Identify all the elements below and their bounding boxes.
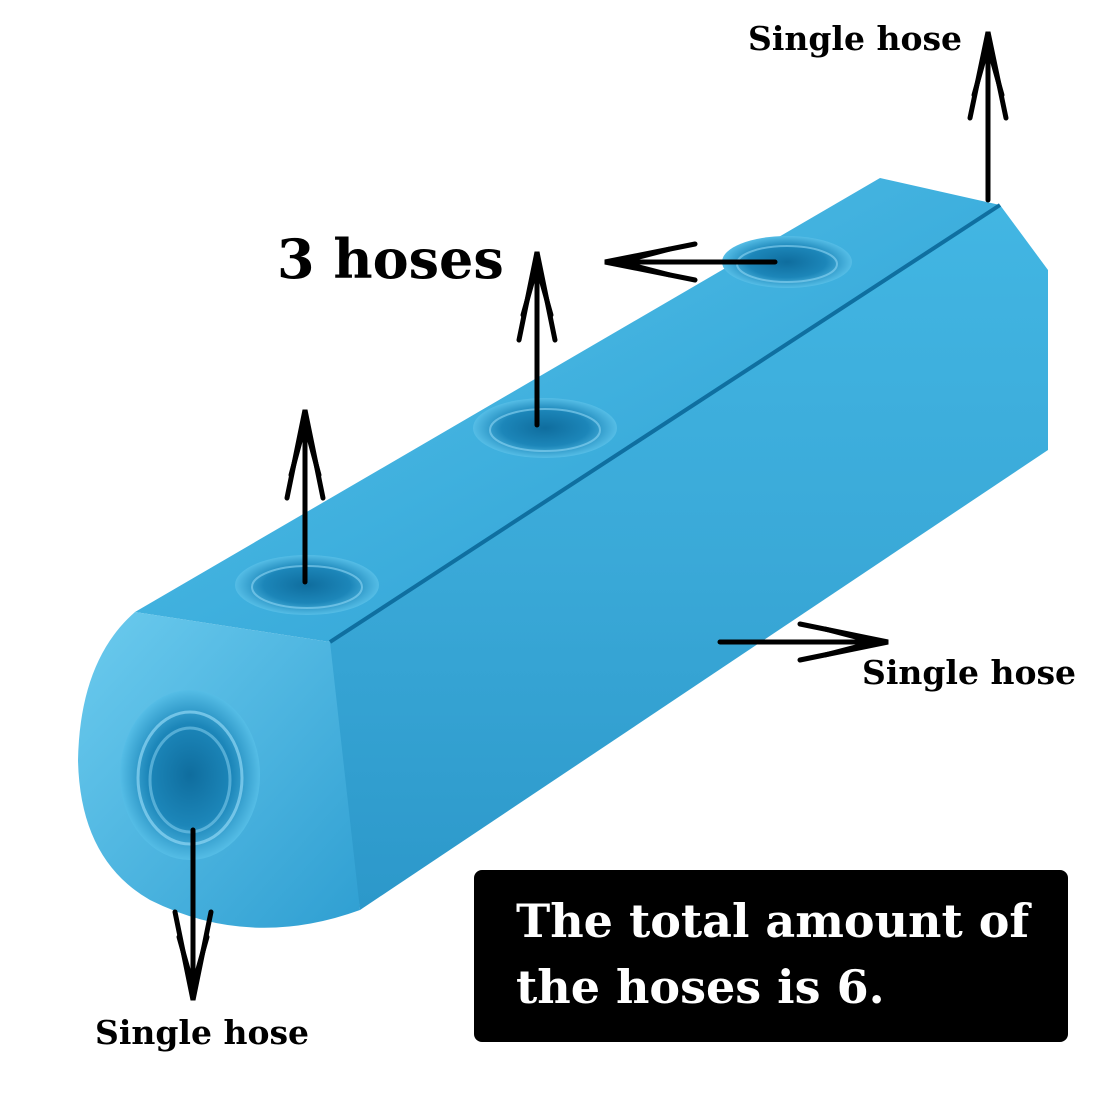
arrow-up-top-right (967, 31, 1009, 203)
top-hole-3 (722, 236, 852, 288)
total-hoses-note: The total amount of the hoses is 6. (474, 870, 1068, 1042)
arrow-up-hole-1 (284, 409, 326, 585)
arrows (172, 31, 1009, 1001)
note-line-2: the hoses is 6. (516, 960, 885, 1014)
arrow-right-middle (717, 621, 889, 663)
top-hole-2-thread (489, 408, 601, 452)
arrow-down-bottom-left (172, 827, 214, 1001)
top-hole-1 (235, 555, 379, 615)
end-bore-thread-inner (148, 726, 232, 834)
manifold-body (78, 178, 1048, 928)
manifold-ridge (328, 203, 1002, 644)
arrow-up-hole-2 (516, 251, 558, 428)
label-three-hoses: 3 hoses (277, 227, 504, 291)
top-hole-2 (473, 398, 617, 458)
label-single-hose-top-right: Single hose (748, 19, 963, 58)
label-single-hose-right: Single hose (862, 653, 1077, 692)
label-single-hose-bottom-left: Single hose (95, 1013, 310, 1052)
top-holes (235, 236, 852, 615)
end-bore-thread (136, 710, 244, 846)
manifold-front-face (320, 205, 1048, 910)
end-bore-hole (120, 690, 260, 860)
arrow-left-hole-3 (604, 241, 778, 283)
note-line-1: The total amount of (516, 894, 1030, 948)
